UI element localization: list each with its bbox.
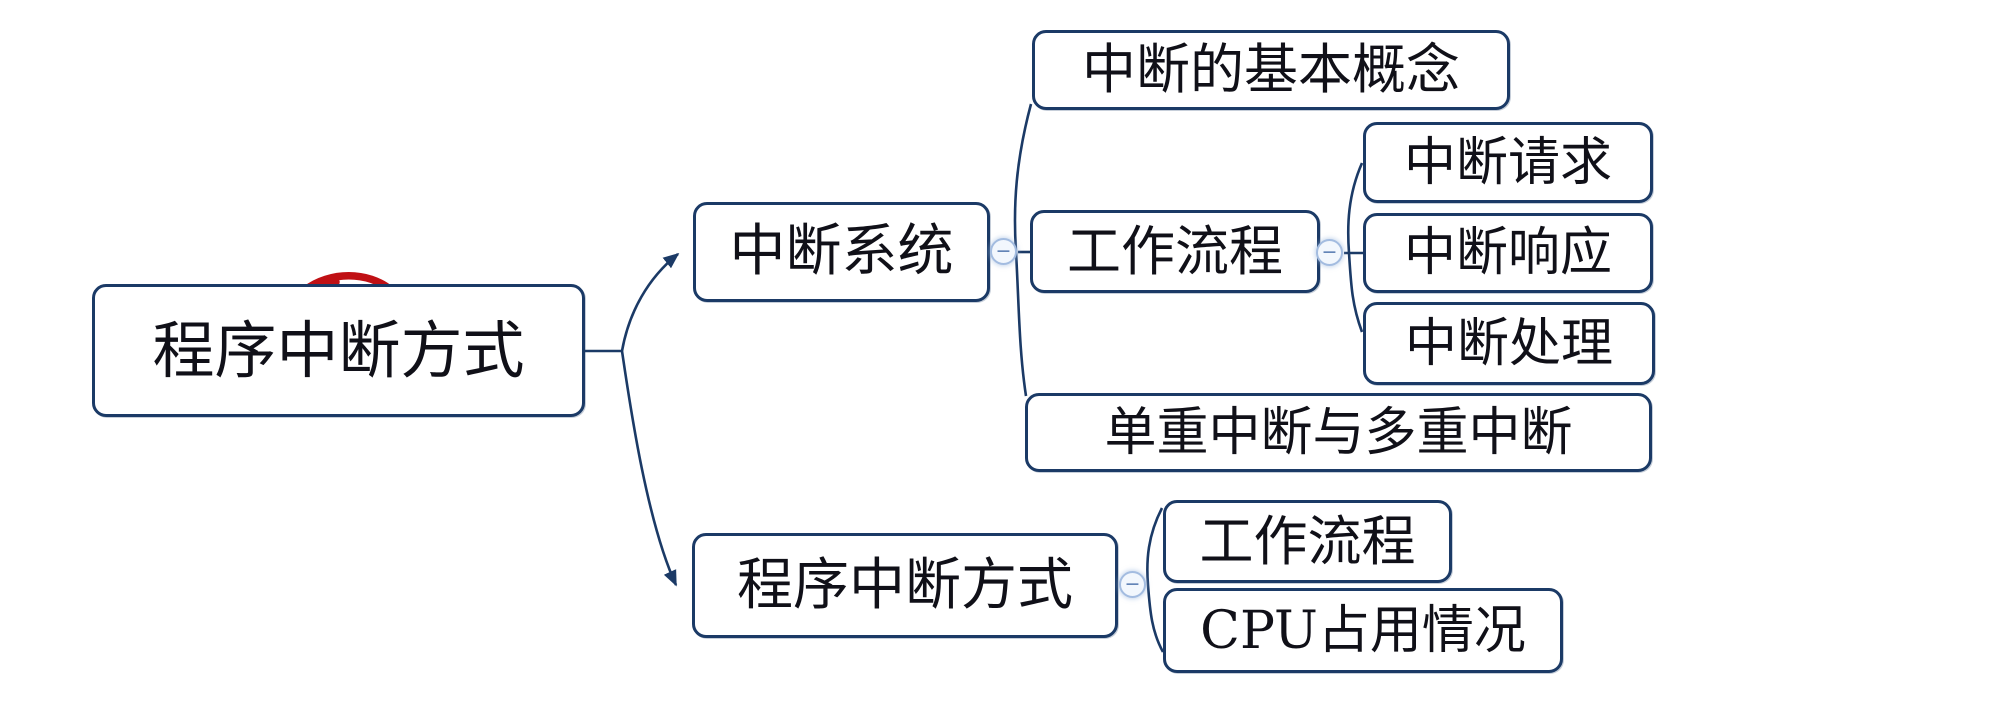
connector-program-interrupt-children-arc <box>1146 507 1165 653</box>
minus-icon: − <box>1124 573 1141 595</box>
node-cpu-usage[interactable]: CPU占用情况 <box>1163 588 1563 673</box>
node-root-label: 程序中断方式 <box>152 313 525 387</box>
node-workflow-bottom[interactable]: 工作流程 <box>1163 500 1452 583</box>
node-interrupt-handling-label: 中断处理 <box>1404 313 1613 374</box>
node-single-vs-multiple[interactable]: 单重中断与多重中断 <box>1025 393 1652 472</box>
node-interrupt-response-label: 中断响应 <box>1403 223 1612 283</box>
node-interrupt-request[interactable]: 中断请求 <box>1363 122 1653 203</box>
connector-root-to-program-interrupt <box>620 350 678 587</box>
minus-icon: − <box>1321 241 1338 263</box>
node-workflow-top-label: 工作流程 <box>1067 219 1283 283</box>
node-interrupt-system-label: 中断系统 <box>729 219 954 284</box>
connector-interrupt-system-children-arc <box>1013 103 1033 397</box>
node-single-vs-multiple-label: 单重中断与多重中断 <box>1104 402 1573 463</box>
minus-icon: − <box>995 240 1012 262</box>
collapse-toggle-program-interrupt[interactable]: − <box>1119 571 1146 598</box>
node-cpu-usage-label: CPU占用情况 <box>1200 600 1526 661</box>
node-program-interrupt[interactable]: 程序中断方式 <box>692 533 1118 638</box>
connector-root-to-interrupt-system <box>620 252 680 352</box>
node-interrupt-response[interactable]: 中断响应 <box>1363 213 1653 293</box>
node-interrupt-handling[interactable]: 中断处理 <box>1363 302 1655 385</box>
connector-workflow-children-arc <box>1346 162 1364 333</box>
node-interrupt-request-label: 中断请求 <box>1403 132 1612 193</box>
node-workflow-top[interactable]: 工作流程 <box>1030 210 1320 293</box>
node-basic-concept-label: 中断的基本概念 <box>1082 38 1460 101</box>
node-workflow-bottom-label: 工作流程 <box>1199 509 1416 573</box>
collapse-toggle-workflow-top[interactable]: − <box>1316 239 1343 266</box>
node-root[interactable]: 程序中断方式 <box>92 284 585 417</box>
node-interrupt-system[interactable]: 中断系统 <box>693 202 990 302</box>
collapse-toggle-interrupt-system[interactable]: − <box>990 238 1017 265</box>
node-basic-concept[interactable]: 中断的基本概念 <box>1032 30 1510 110</box>
node-program-interrupt-label: 程序中断方式 <box>737 552 1073 618</box>
